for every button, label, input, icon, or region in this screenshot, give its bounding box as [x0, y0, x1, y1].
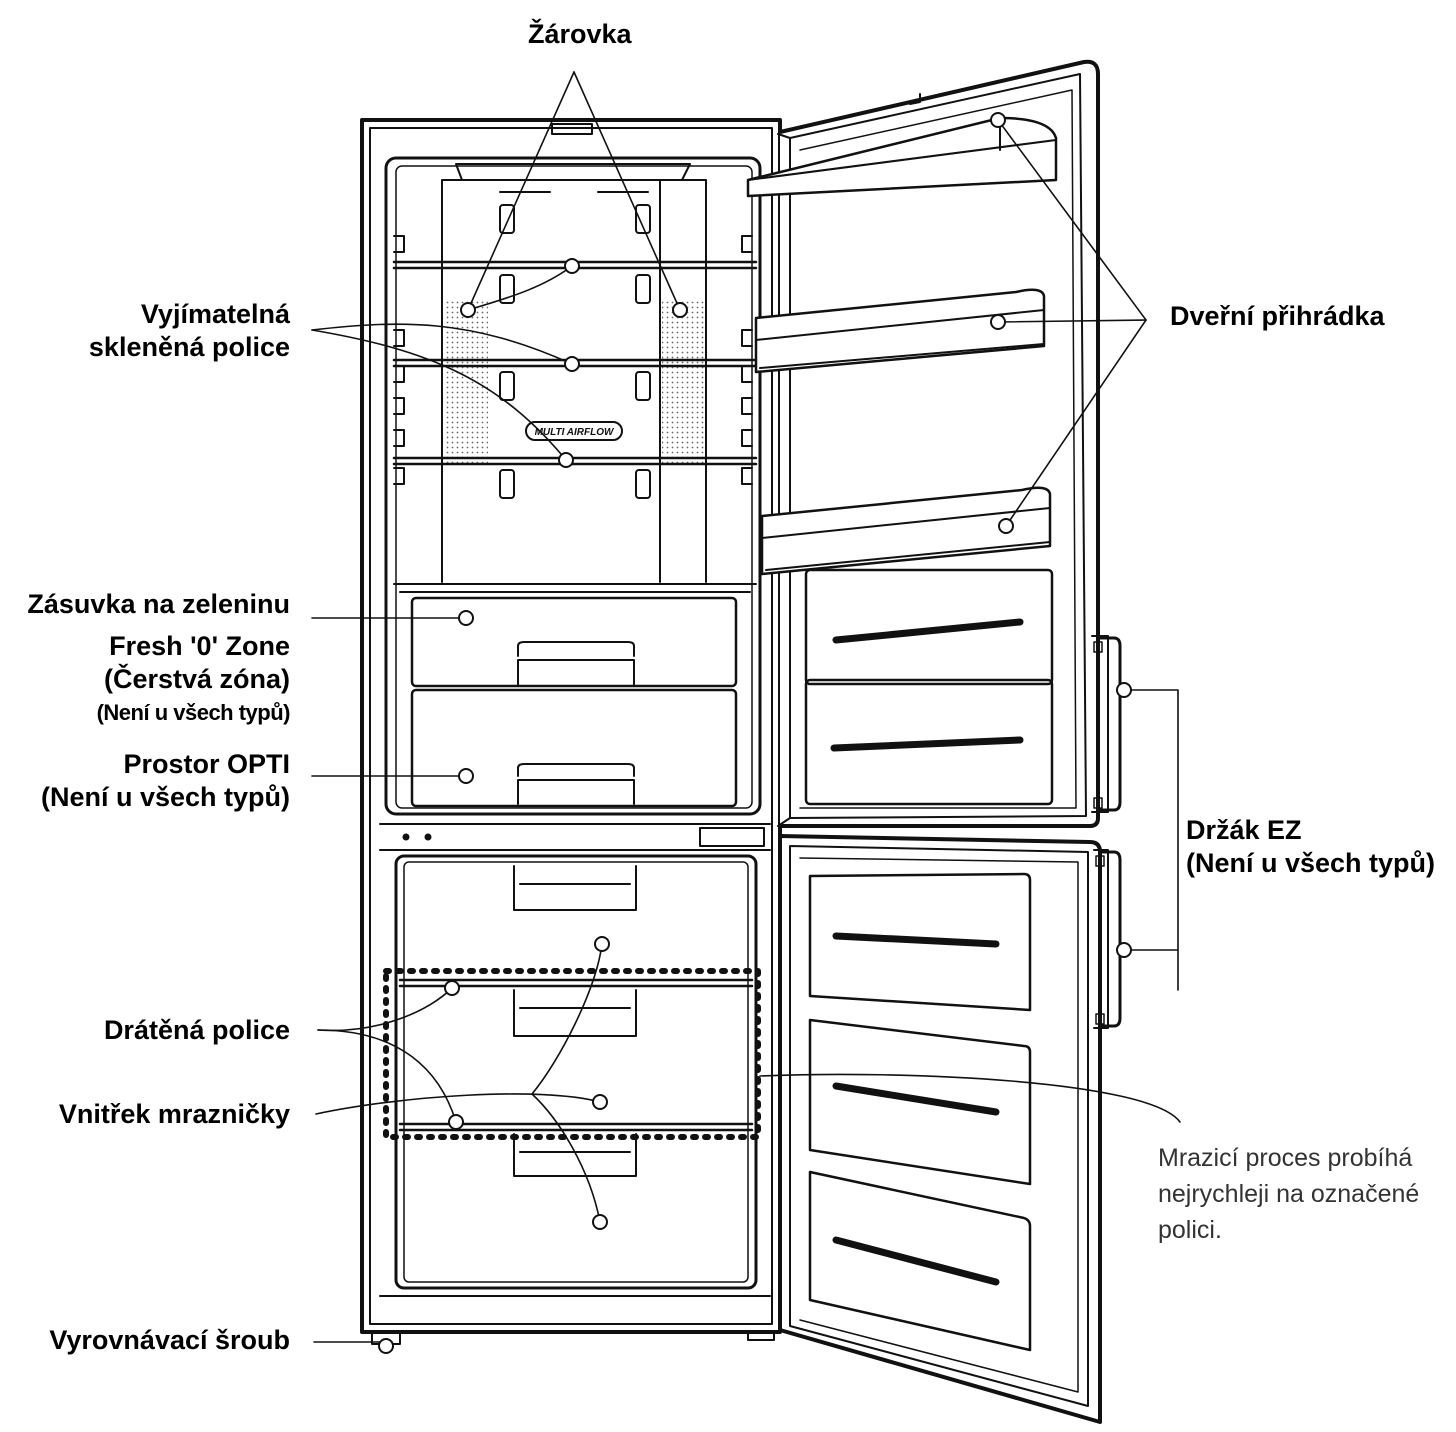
- label-ez-holder-line2: (Není u všech typů): [1186, 847, 1435, 880]
- fridge-door: [748, 62, 1120, 826]
- label-opti: Prostor OPTI (Není u všech typů): [41, 748, 290, 814]
- label-ez-holder-line1: Držák EZ: [1186, 814, 1435, 847]
- label-freezer-interior: Vnitřek mrazničky: [59, 1098, 290, 1131]
- label-fresh-zone-line3: (Není u všech typů): [97, 696, 290, 729]
- label-glass-shelf-line1: Vyjímatelná: [89, 298, 290, 331]
- freeze-note-line2: nejrychleji na označené: [1158, 1176, 1419, 1212]
- label-fresh-zone-line2: (Čerstvá zóna): [97, 663, 290, 696]
- label-glass-shelf: Vyjímatelná skleněná police: [89, 298, 290, 364]
- label-bulb: Žárovka: [528, 18, 632, 51]
- label-glass-shelf-line2: skleněná police: [89, 331, 290, 364]
- label-opti-line1: Prostor OPTI: [41, 748, 290, 781]
- label-leveling-screw: Vyrovnávací šroub: [49, 1324, 290, 1357]
- freeze-note-line1: Mrazicí proces probíhá: [1158, 1140, 1419, 1176]
- panel-logo: MULTI AIRFLOW: [535, 427, 615, 438]
- label-door-bin: Dveřní přihrádka: [1170, 300, 1385, 333]
- label-veg-drawer: Zásuvka na zeleninu: [27, 588, 290, 621]
- label-fresh-zone: Fresh '0' Zone (Čerstvá zóna) (Není u vš…: [97, 630, 290, 729]
- freeze-note-line3: polici.: [1158, 1212, 1419, 1248]
- cabinet-body: [362, 120, 780, 1332]
- freezer-door: [780, 836, 1120, 1422]
- label-opti-line2: (Není u všech typů): [41, 781, 290, 814]
- label-ez-holder: Držák EZ (Není u všech typů): [1186, 814, 1435, 880]
- label-fresh-zone-line1: Fresh '0' Zone: [97, 630, 290, 663]
- freeze-note: Mrazicí proces probíhá nejrychleji na oz…: [1158, 1140, 1419, 1248]
- label-wire-shelf: Drátěná police: [104, 1014, 290, 1047]
